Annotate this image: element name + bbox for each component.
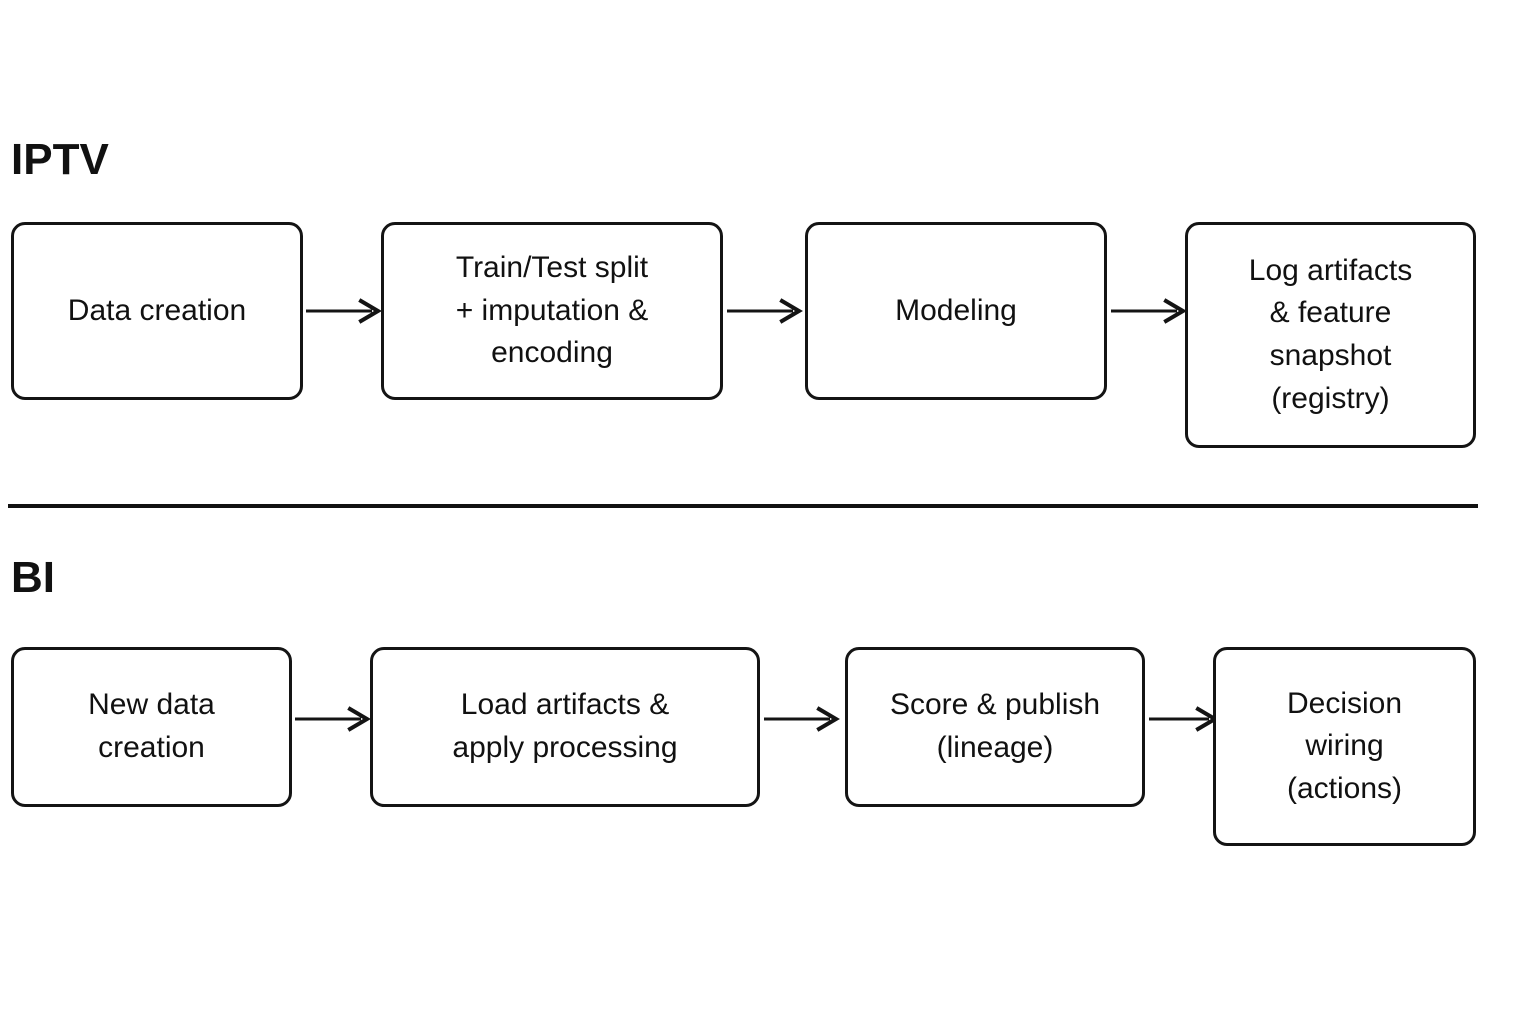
node-label: Score & publish (lineage) [889, 688, 1101, 764]
node-score-publish[interactable]: Score & publish (lineage) [845, 647, 1145, 807]
section-divider [8, 504, 1478, 508]
node-label: Decision wiring (actions) [1286, 686, 1403, 805]
node-data-creation[interactable]: Data creation [11, 222, 303, 400]
node-label: Train/Test split + imputation & encoding [455, 251, 649, 370]
node-modeling[interactable]: Modeling [805, 222, 1107, 400]
iptv-arrow-1 [306, 298, 382, 324]
iptv-arrow-2 [727, 298, 803, 324]
node-label: Data creation [67, 293, 247, 327]
node-label: Load artifacts & apply processing [452, 688, 678, 764]
bi-arrow-3 [1149, 706, 1219, 732]
node-label: Modeling [895, 293, 1017, 327]
node-label: Log artifacts & feature snapshot (regist… [1248, 253, 1413, 415]
node-label: New data creation [88, 688, 215, 764]
section-title-bi: BI [11, 553, 55, 602]
node-new-data-creation[interactable]: New data creation [11, 647, 292, 807]
bi-arrow-1 [295, 706, 371, 732]
node-train-test-split[interactable]: Train/Test split + imputation & encoding [381, 222, 723, 400]
node-load-artifacts[interactable]: Load artifacts & apply processing [370, 647, 760, 807]
iptv-arrow-3 [1111, 298, 1187, 324]
bi-arrow-2 [764, 706, 840, 732]
section-title-iptv: IPTV [11, 135, 109, 184]
node-decision-wiring[interactable]: Decision wiring (actions) [1213, 647, 1476, 846]
node-log-artifacts[interactable]: Log artifacts & feature snapshot (regist… [1185, 222, 1476, 448]
